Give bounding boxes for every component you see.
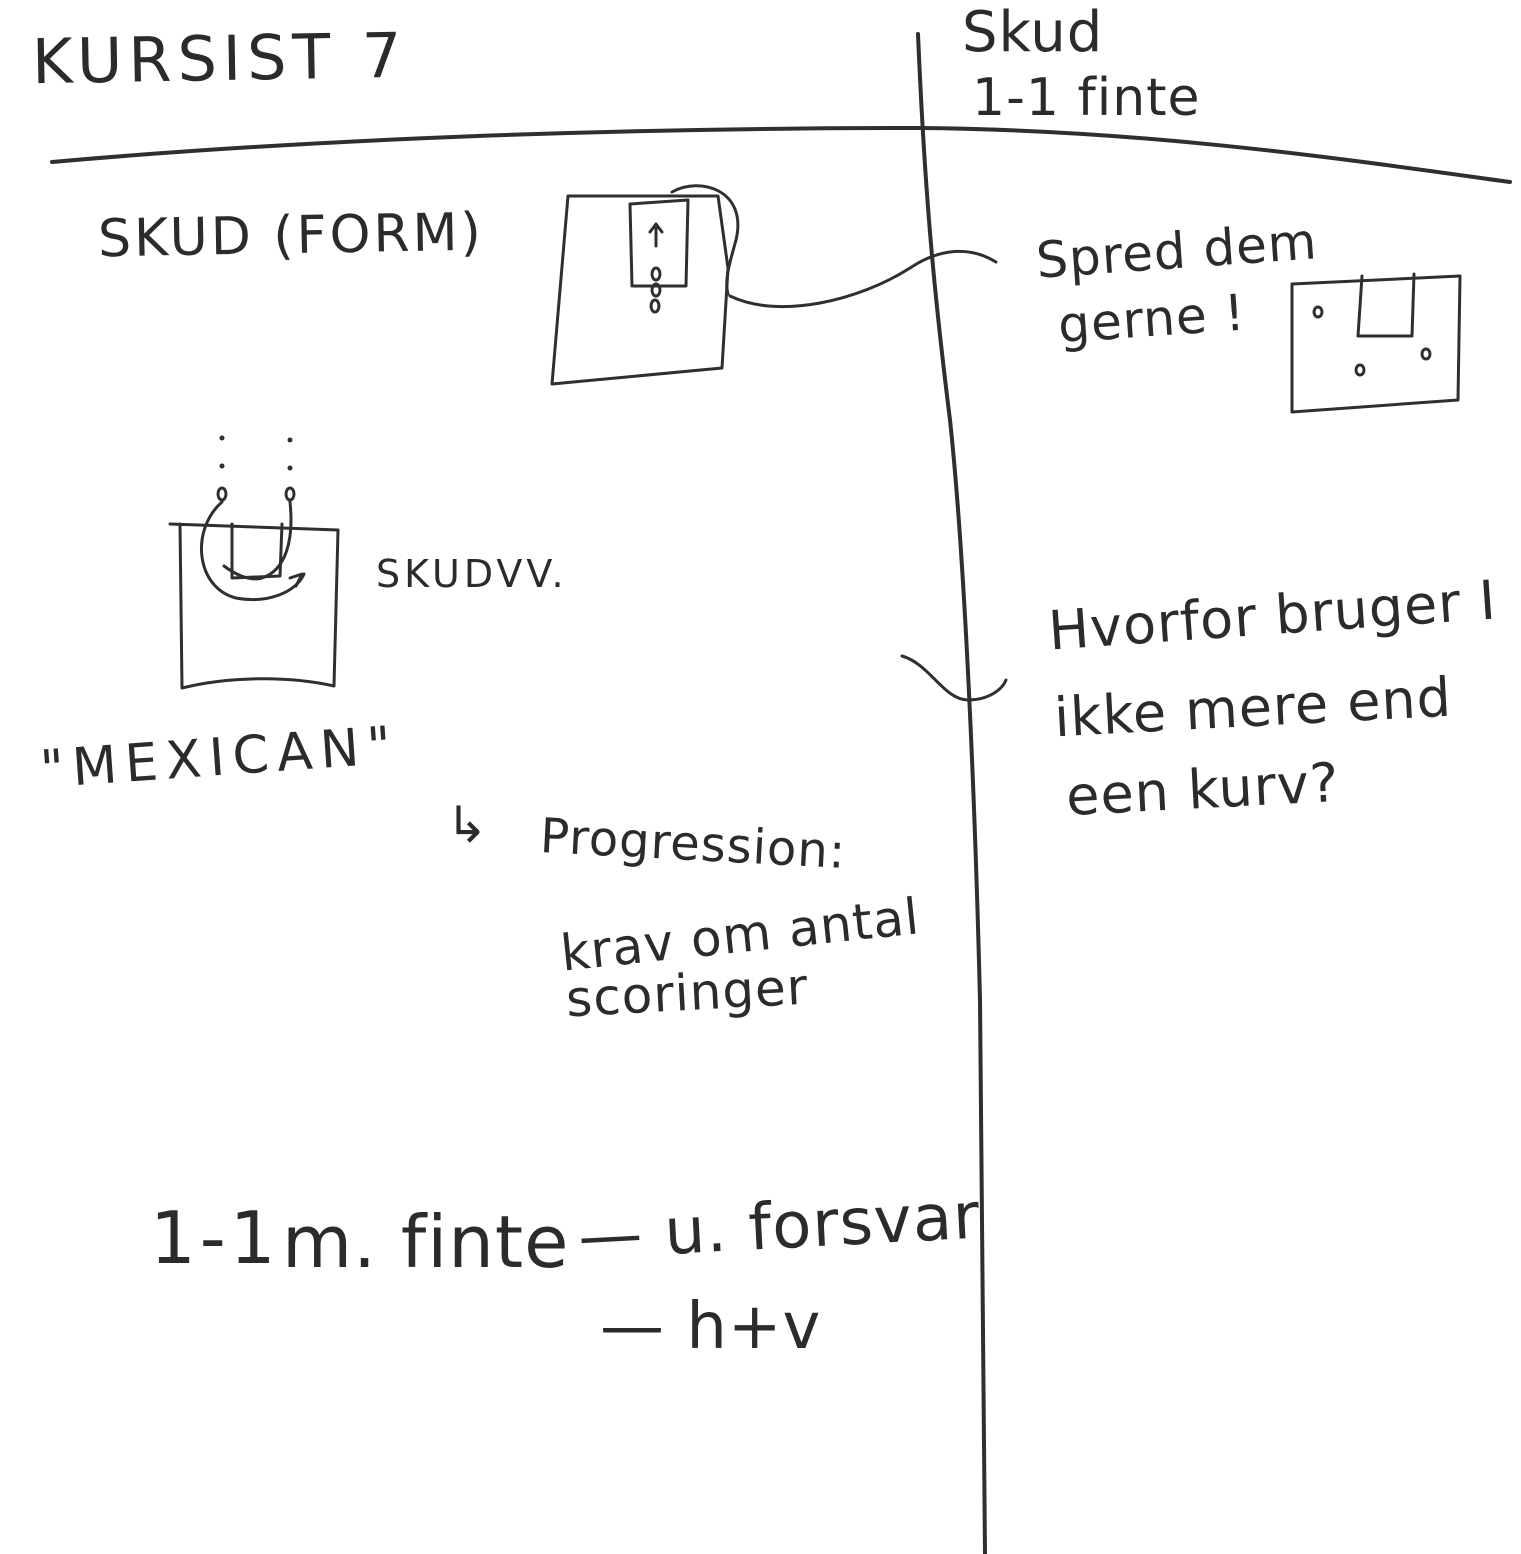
one-on-one-with-feint: m. finte	[282, 1200, 570, 1284]
vertical-divider-line	[916, 32, 987, 1554]
court-diagram-spread	[1290, 272, 1462, 414]
right-header-line-1: Skud	[962, 0, 1104, 65]
progression-arrow-icon: ↳	[446, 796, 489, 854]
court-diagram-mexican	[168, 435, 340, 690]
court-diagram-form	[550, 184, 740, 386]
section-heading-skud-form: SKUD (FORM)	[97, 202, 485, 270]
horizontal-divider-line	[50, 126, 1512, 184]
connector-curve	[728, 249, 998, 309]
page-title: KURSIST 7	[31, 18, 409, 99]
one-on-one-label: 1-1	[150, 1196, 280, 1280]
drill-label-skudvv: SKUDVV.	[376, 552, 568, 596]
one-on-one-option-h-plus-v: — h+v	[600, 1290, 822, 1364]
right-header-line-2: 1-1 finte	[972, 68, 1201, 128]
question-bracket-curve	[900, 654, 1008, 702]
